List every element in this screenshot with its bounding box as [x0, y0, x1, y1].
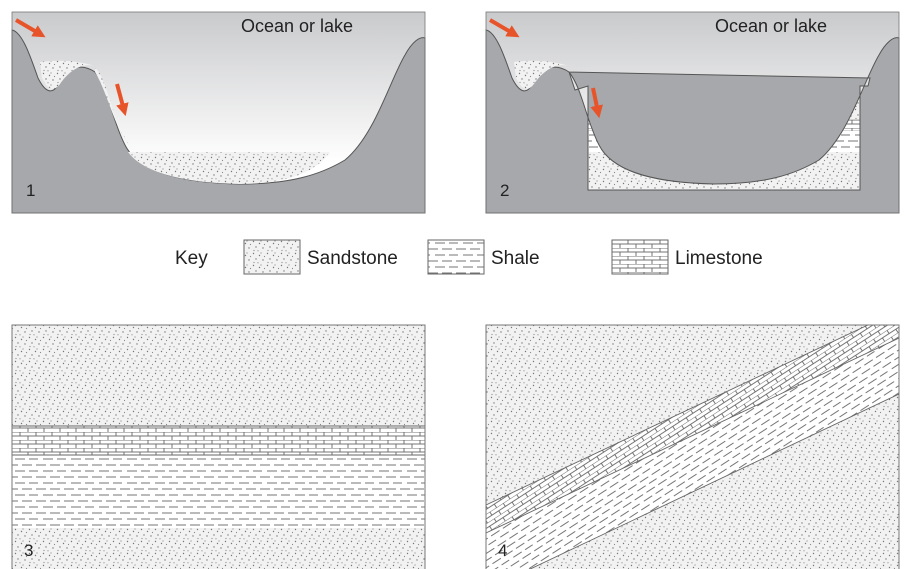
limestone-layer — [12, 426, 425, 455]
panel-1: Ocean or lake 1 — [11, 11, 426, 214]
sediment-arrow-icon — [590, 87, 603, 119]
legend-label-shale: Shale — [491, 248, 540, 269]
legend-swatch-sandstone — [243, 239, 301, 275]
water-label: Ocean or lake — [715, 16, 827, 36]
panel-number: 1 — [26, 181, 35, 200]
panel-number: 3 — [24, 541, 33, 560]
legend: Key Sandstone Shale Limestone — [175, 239, 763, 275]
legend-title: Key — [175, 248, 208, 269]
basin-rock — [485, 29, 900, 214]
sandstone-slope — [95, 68, 135, 152]
sandstone-shelf — [514, 60, 569, 89]
panel-number: 4 — [498, 541, 507, 560]
panel-2: Ocean or lake 2 — [485, 11, 900, 214]
sediment-arrow-icon — [115, 83, 129, 117]
sediment-arrow-icon — [14, 18, 46, 38]
legend-label-limestone: Limestone — [675, 248, 763, 269]
legend-swatch-limestone — [611, 239, 669, 275]
panel-3: 3 — [11, 324, 426, 569]
shale-layer — [486, 338, 899, 569]
shale-layer — [12, 455, 425, 528]
water-label: Ocean or lake — [241, 16, 353, 36]
sandstone-shelf — [40, 60, 95, 89]
limestone-layer — [486, 325, 899, 533]
sandstone-upper — [12, 325, 425, 426]
legend-swatch-shale — [427, 239, 485, 275]
sandstone-floor — [128, 152, 330, 184]
sediment-arrow-icon — [488, 18, 520, 38]
panel-number: 2 — [500, 181, 509, 200]
panel-4: 4 — [485, 324, 900, 569]
sandstone-lower — [12, 528, 425, 569]
legend-label-sandstone: Sandstone — [307, 248, 398, 269]
